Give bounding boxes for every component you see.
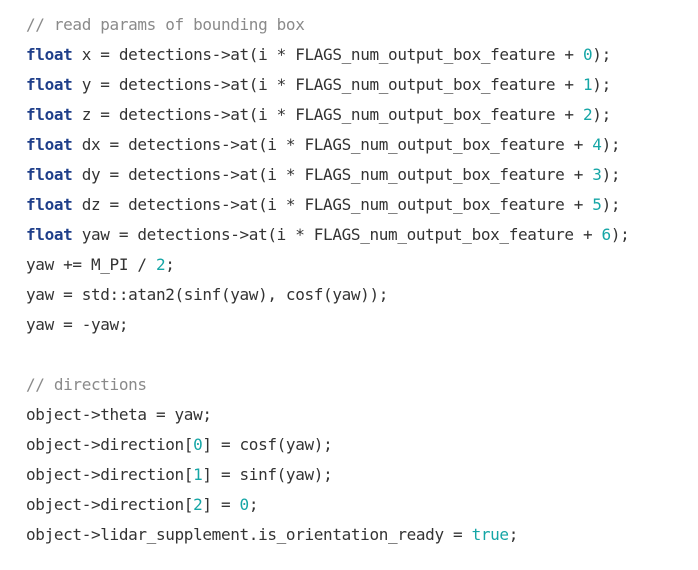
code-line: object->lidar_supplement.is_orientation_…	[26, 520, 698, 550]
code-line: yaw = -yaw;	[26, 310, 698, 340]
code-token: ] =	[202, 495, 240, 514]
code-token: y = detections->at(i * FLAGS_num_output_…	[72, 75, 583, 94]
code-token: ;	[165, 255, 175, 274]
code-line: float y = detections->at(i * FLAGS_num_o…	[26, 70, 698, 100]
code-number: 5	[592, 195, 602, 214]
code-token: yaw = -yaw;	[26, 315, 129, 334]
code-token: );	[601, 165, 621, 184]
code-line: float x = detections->at(i * FLAGS_num_o…	[26, 40, 698, 70]
code-token: yaw += M_PI /	[26, 255, 156, 274]
code-token: yaw = detections->at(i * FLAGS_num_outpu…	[72, 225, 602, 244]
code-token: );	[592, 105, 611, 124]
code-number: 2	[193, 495, 203, 514]
code-line: float z = detections->at(i * FLAGS_num_o…	[26, 100, 698, 130]
code-line: yaw = std::atan2(sinf(yaw), cosf(yaw));	[26, 280, 698, 310]
code-token: );	[592, 75, 611, 94]
code-line: float dy = detections->at(i * FLAGS_num_…	[26, 160, 698, 190]
code-line: object->direction[1] = sinf(yaw);	[26, 460, 698, 490]
code-line: // directions	[26, 370, 698, 400]
code-literal: true	[471, 525, 509, 544]
code-keyword: float	[26, 225, 73, 244]
code-number: 3	[592, 165, 602, 184]
code-keyword: float	[26, 165, 73, 184]
code-number: 2	[582, 105, 593, 124]
code-token: object->direction[	[26, 465, 194, 484]
code-token: );	[610, 225, 630, 244]
code-token: object->theta = yaw;	[26, 405, 212, 424]
code-token: dz = detections->at(i * FLAGS_num_output…	[72, 195, 593, 214]
code-token: object->direction[	[26, 435, 194, 454]
code-number: 1	[582, 75, 593, 94]
code-number: 0	[582, 45, 593, 64]
code-number: 4	[592, 135, 602, 154]
code-number: 0	[239, 495, 250, 514]
code-line: yaw += M_PI / 2;	[26, 250, 698, 280]
code-keyword: float	[26, 195, 73, 214]
code-token: ] = sinf(yaw);	[202, 465, 333, 484]
code-line: object->direction[0] = cosf(yaw);	[26, 430, 698, 460]
code-number: 6	[601, 225, 612, 244]
code-token: dx = detections->at(i * FLAGS_num_output…	[72, 135, 593, 154]
code-line: // read params of bounding box	[26, 10, 698, 40]
code-token: object->direction[	[26, 495, 194, 514]
code-token: ;	[248, 495, 259, 514]
code-keyword: float	[26, 45, 73, 64]
code-number: 0	[193, 435, 203, 454]
code-number: 1	[193, 465, 203, 484]
code-number: 2	[155, 255, 166, 274]
code-line: float yaw = detections->at(i * FLAGS_num…	[26, 220, 698, 250]
code-token: yaw = std::atan2(sinf(yaw), cosf(yaw));	[26, 285, 389, 304]
code-token: dy = detections->at(i * FLAGS_num_output…	[72, 165, 593, 184]
code-keyword: float	[26, 105, 73, 124]
code-token: );	[601, 195, 621, 214]
code-line: object->direction[2] = 0;	[26, 490, 698, 520]
code-comment: // directions	[26, 375, 147, 394]
code-keyword: float	[26, 135, 73, 154]
code-line: float dx = detections->at(i * FLAGS_num_…	[26, 130, 698, 160]
code-token: ;	[508, 525, 519, 544]
code-token: );	[601, 135, 621, 154]
code-line: float dz = detections->at(i * FLAGS_num_…	[26, 190, 698, 220]
code-token: z = detections->at(i * FLAGS_num_output_…	[72, 105, 583, 124]
code-keyword: float	[26, 75, 73, 94]
code-token: );	[592, 45, 611, 64]
code-line: object->theta = yaw;	[26, 400, 698, 430]
code-token: x = detections->at(i * FLAGS_num_output_…	[72, 45, 583, 64]
code-token: ] = cosf(yaw);	[202, 435, 333, 454]
code-line	[26, 340, 698, 370]
code-comment: // read params of bounding box	[26, 15, 305, 34]
code-token: object->lidar_supplement.is_orientation_…	[26, 525, 472, 544]
